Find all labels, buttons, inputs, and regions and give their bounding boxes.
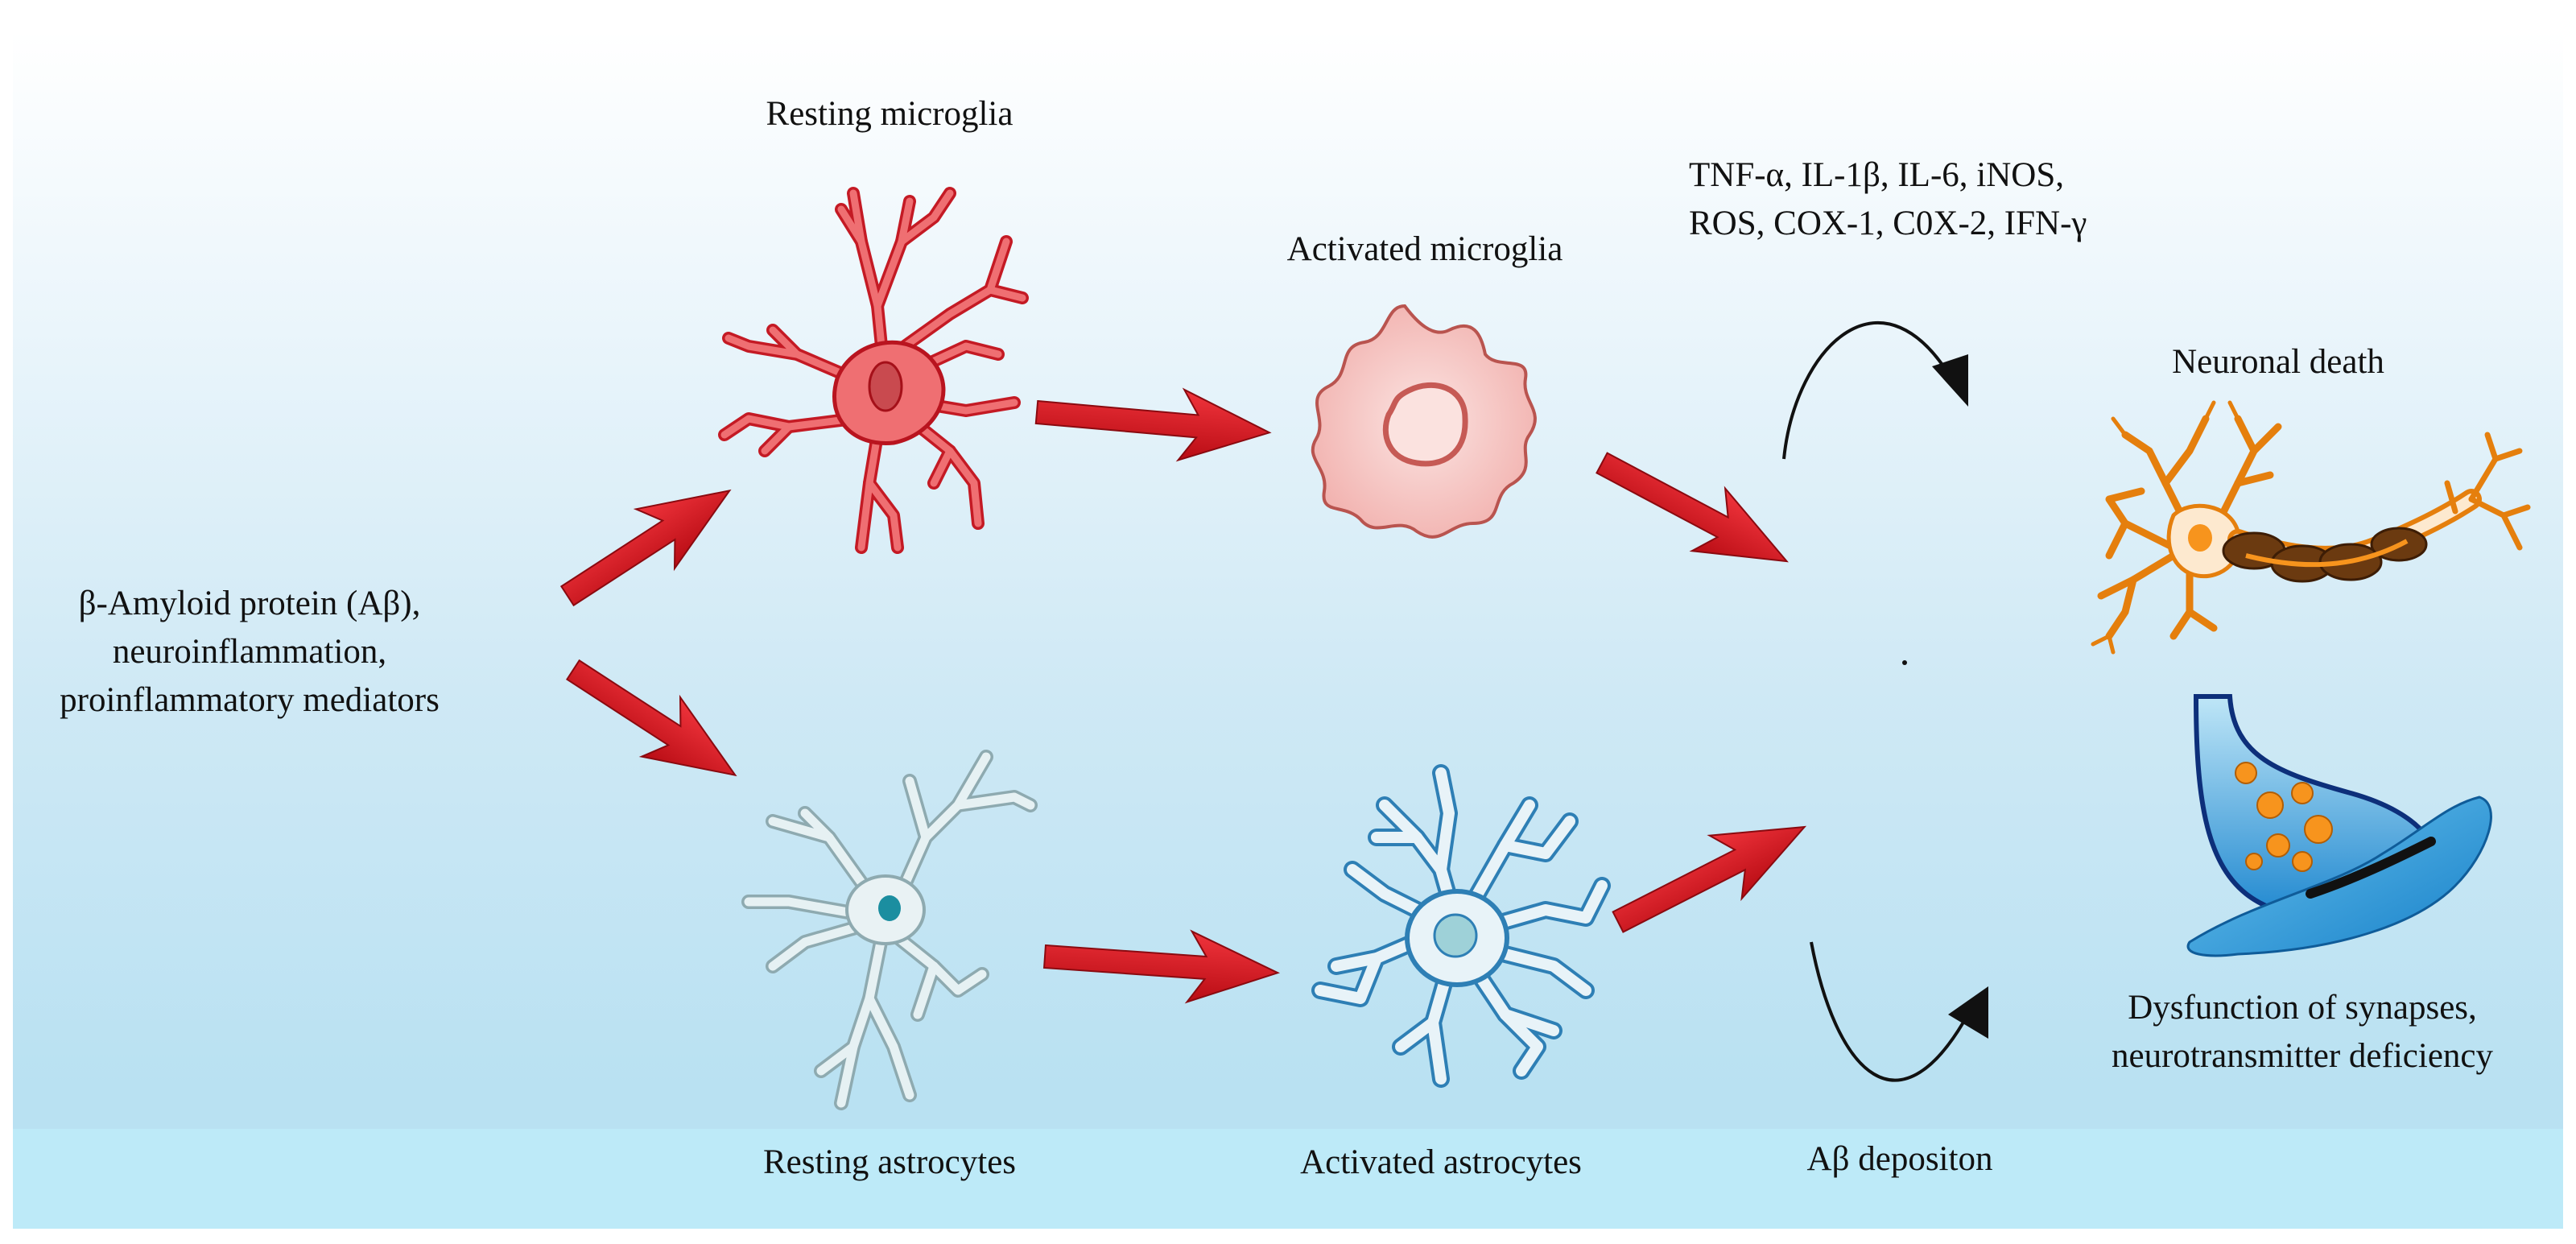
center-dot [1902, 660, 1907, 665]
bottom-label-band [13, 1129, 2563, 1229]
synapse-line-1: Dysfunction of synapses, [2128, 989, 2477, 1027]
synapse-dysfunction-label: Dysfunction of synapses, neurotransmitte… [2061, 984, 2544, 1081]
synapse-line-2: neurotransmitter deficiency [2112, 1037, 2493, 1075]
dying-neuron-icon [2091, 400, 2531, 655]
activated-astrocytes-label: Activated astrocytes [1300, 1143, 1582, 1181]
neuronal-death-label: Neuronal death [2172, 343, 2384, 381]
curved-arrow-mediators [1782, 321, 1968, 460]
arrow-trigger-to-microglia [559, 489, 732, 607]
trigger-line-2: neuroinflammation, [112, 633, 387, 671]
resting-astrocytes-label: Resting astrocytes [762, 1143, 1017, 1181]
arrow-trigger-to-astrocytes [565, 659, 737, 777]
mediators-line-1: TNF-α, IL-1β, IL-6, iNOS, [1689, 156, 2064, 194]
activated-microglia-cell [1311, 304, 1537, 539]
mediators-label: TNF-α, IL-1β, IL-6, iNOS, ROS, COX-1, C0… [1689, 151, 2172, 248]
diagram-background [13, 31, 2563, 1229]
arrow-resting-to-activated-astrocytes [1042, 929, 1280, 1004]
curved-arrow-ab-deposition [1810, 941, 1988, 1082]
activated-microglia-label: Activated microglia [1286, 230, 1563, 268]
ab-deposition-label: Aβ depositon [1806, 1140, 1993, 1178]
resting-microglia-cell [718, 187, 1029, 554]
arrow-microglia-to-outcomes [1596, 452, 1789, 563]
trigger-line-3: proinflammatory mediators [60, 681, 440, 719]
activated-astrocyte-cell [1311, 764, 1611, 1088]
trigger-line-1: β-Amyloid protein (Aβ), [78, 585, 421, 622]
resting-microglia-label: Resting microglia [766, 95, 1013, 133]
mediators-line-2: ROS, COX-1, C0X-2, IFN-γ [1689, 205, 2087, 242]
synapse-icon [2186, 694, 2492, 957]
resting-astrocyte-cell [741, 750, 1038, 1110]
arrow-astrocytes-to-outcomes [1612, 825, 1807, 933]
trigger-label: β-Amyloid protein (Aβ), neuroinflammatio… [32, 580, 467, 725]
arrow-resting-to-activated-microglia [1034, 387, 1272, 462]
